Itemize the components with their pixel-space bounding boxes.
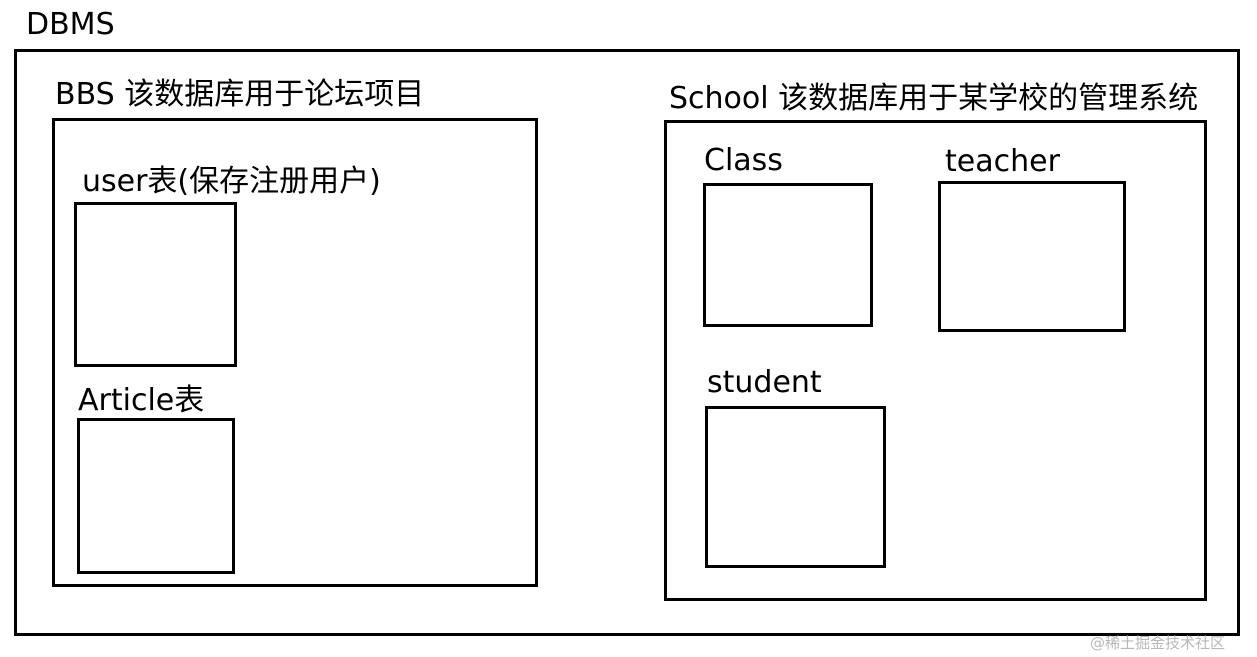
dbms-label: DBMS [26, 7, 115, 42]
article-table-label: Article表 [78, 383, 205, 418]
teacher-table-box [938, 181, 1126, 332]
user-table-label: user表(保存注册用户) [82, 164, 381, 199]
article-table-box [77, 418, 235, 574]
student-table-label: student [707, 365, 822, 400]
class-table-box [703, 183, 873, 327]
student-table-box [705, 406, 886, 568]
school-database-container [664, 120, 1207, 601]
bbs-database-label: BBS 该数据库用于论坛项目 [55, 77, 425, 112]
class-table-label: Class [704, 143, 783, 178]
teacher-table-label: teacher [945, 144, 1060, 179]
dbms-container [14, 49, 1240, 636]
school-database-label: School 该数据库用于某学校的管理系统 [669, 81, 1199, 116]
user-table-box [74, 202, 237, 367]
bbs-database-container [52, 118, 538, 587]
watermark: @稀土掘金技术社区 [1090, 634, 1226, 652]
